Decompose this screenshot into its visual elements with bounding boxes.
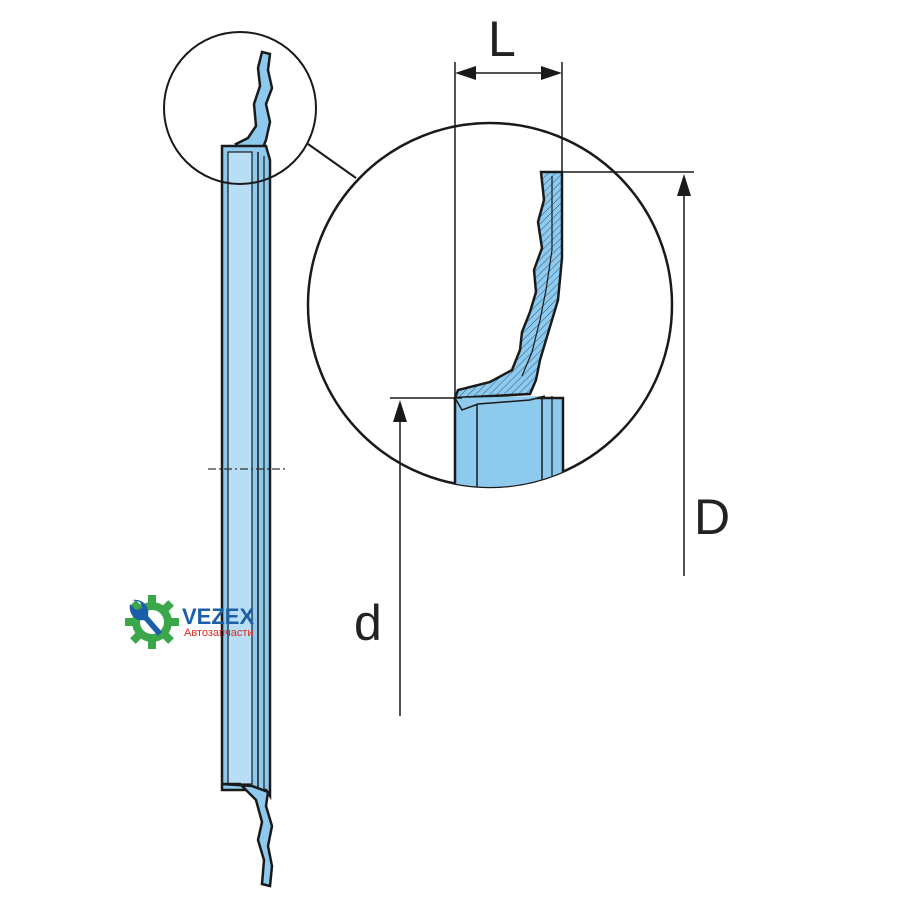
detail-view — [306, 121, 674, 489]
dimension-D: D — [548, 171, 730, 576]
seal-side-view — [208, 50, 286, 888]
gear-wrench-icon — [125, 595, 179, 649]
detail-section-profile — [453, 170, 564, 400]
arrowhead — [455, 66, 476, 80]
seal-top-flange — [234, 50, 274, 152]
label-D: D — [694, 489, 730, 545]
label-d: d — [354, 595, 382, 651]
label-L: L — [488, 11, 516, 67]
arrowhead — [541, 66, 562, 80]
dimension-L: L — [454, 11, 563, 398]
detail-bottom-edge — [454, 395, 546, 411]
brand-name: VEZEX — [182, 604, 254, 629]
seal-bottom-flange — [221, 782, 274, 888]
detail-leader-line — [307, 143, 357, 179]
detail-body — [453, 396, 565, 487]
detail-marker-circle — [163, 31, 317, 185]
arrowhead — [393, 400, 407, 422]
dimension-d: d — [354, 397, 462, 716]
detail-profile-inner-line — [521, 176, 553, 377]
brand-logo: VEZEX Автозапчасти — [125, 595, 254, 649]
arrowhead — [677, 174, 691, 196]
brand-tagline: Автозапчасти — [184, 627, 254, 639]
seal-inner-band — [227, 151, 253, 785]
